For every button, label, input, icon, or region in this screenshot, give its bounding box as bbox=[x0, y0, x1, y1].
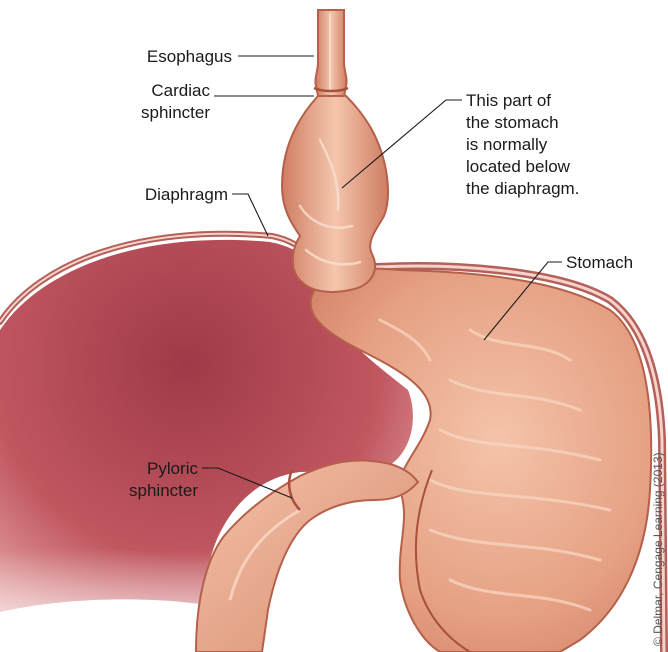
herniated-stomach-bulge bbox=[282, 94, 388, 292]
label-stomach: Stomach bbox=[566, 253, 633, 272]
label-hernia-line2: the stomach bbox=[466, 113, 559, 132]
label-hernia-line4: located below bbox=[466, 157, 571, 176]
label-pyloric-line2: sphincter bbox=[129, 481, 198, 500]
lower-white-area bbox=[0, 599, 200, 652]
label-diaphragm: Diaphragm bbox=[145, 185, 228, 204]
label-hernia-line3: is normally bbox=[466, 135, 548, 154]
label-cardiac-line2: sphincter bbox=[141, 103, 210, 122]
label-hernia-line5: the diaphragm. bbox=[466, 179, 579, 198]
label-cardiac-line1: Cardiac bbox=[151, 81, 210, 100]
label-esophagus: Esophagus bbox=[147, 47, 232, 66]
leader-diaphragm bbox=[232, 194, 268, 236]
label-pyloric-line1: Pyloric bbox=[147, 459, 199, 478]
copyright-credit: © Delmar, Cengage Learning (2013) bbox=[651, 452, 665, 646]
label-hernia-line1: This part of bbox=[466, 91, 551, 110]
